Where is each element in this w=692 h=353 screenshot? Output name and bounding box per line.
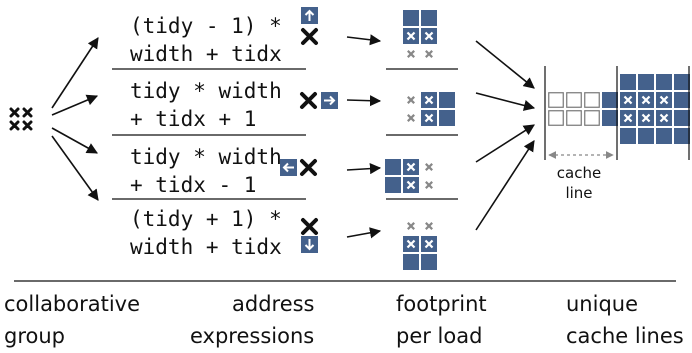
row2-direction — [300, 92, 338, 109]
gray-cross-icon — [407, 50, 415, 58]
cross-icon — [424, 113, 434, 123]
empty-cell — [548, 110, 564, 126]
filled-cell — [421, 254, 437, 270]
empty-cell — [584, 110, 600, 126]
caption-footprint-line1: footprint — [396, 292, 487, 316]
expr-left-line2: + tidx - 1 — [130, 173, 257, 197]
empty-cell — [566, 92, 582, 108]
cache-lines-grid — [548, 74, 690, 144]
expression-to-footprint-arrows — [346, 34, 382, 239]
gray-cross-icon — [425, 222, 433, 230]
cross-icon — [641, 113, 651, 123]
row-separators — [14, 68, 676, 282]
filled-cell — [674, 92, 690, 108]
cross-icon — [406, 162, 416, 172]
row4-direction — [301, 218, 318, 253]
cross-icon — [659, 95, 669, 105]
empty-cell — [548, 92, 564, 108]
cross-icon — [659, 113, 669, 123]
empty-cell — [584, 92, 600, 108]
filled-cell — [385, 177, 401, 193]
filled-cell — [439, 92, 455, 108]
cross-icon — [424, 239, 434, 249]
empty-cell — [566, 110, 582, 126]
cross-icon — [623, 113, 633, 123]
cross-icon — [300, 92, 317, 109]
cross-icon — [641, 95, 651, 105]
filled-cell — [620, 128, 636, 144]
gray-cross-icon — [425, 50, 433, 58]
expr-up-line1: (tidy - 1) * — [130, 14, 282, 38]
cache-bracket — [544, 66, 690, 160]
caption-address-line1: address — [232, 292, 315, 316]
filled-cell — [403, 254, 419, 270]
caption-group-line2: group — [4, 324, 65, 348]
collaborative-group-icon — [9, 107, 33, 131]
caption-cache-line2: cache lines — [566, 324, 684, 348]
filled-cell — [439, 110, 455, 126]
row1-direction — [301, 7, 318, 45]
expr-up-line2: width + tidx — [130, 42, 282, 66]
filled-cell — [421, 10, 437, 26]
gray-cross-icon — [425, 181, 433, 189]
filled-cell — [638, 128, 654, 144]
filled-cell — [403, 10, 419, 26]
filled-cell — [385, 159, 401, 175]
cross-icon — [301, 218, 318, 235]
filled-cell — [602, 92, 618, 108]
cross-icon — [301, 28, 318, 45]
cache-line-label-2: line — [565, 184, 593, 202]
caption-address-line2: expressions — [190, 324, 315, 348]
filled-cell — [674, 74, 690, 90]
caption-footprint-line2: per load — [396, 324, 483, 348]
filled-cell — [674, 110, 690, 126]
fanout-arrows — [51, 37, 99, 201]
caption-cache-line1: unique — [566, 292, 639, 316]
gray-cross-icon — [407, 114, 415, 122]
expr-right-line1: tidy * width — [130, 79, 282, 103]
filled-cell — [674, 128, 690, 144]
cross-icon — [623, 95, 633, 105]
footprint-to-cache-arrows — [475, 40, 536, 231]
expr-right-line2: + tidx + 1 — [130, 107, 257, 131]
cross-icon — [406, 180, 416, 190]
filled-cell — [656, 74, 672, 90]
expr-down-line1: (tidy + 1) * — [130, 207, 282, 231]
cross-icon — [300, 159, 317, 176]
cache-line-label-1: cache — [556, 164, 602, 182]
expr-left-line1: tidy * width — [130, 145, 282, 169]
cross-icon — [406, 31, 416, 41]
cross-icon — [424, 95, 434, 105]
filled-cell — [620, 74, 636, 90]
gray-cross-icon — [407, 96, 415, 104]
filled-cell — [638, 74, 654, 90]
filled-cell — [602, 110, 618, 126]
gray-cross-icon — [407, 222, 415, 230]
filled-cell — [656, 128, 672, 144]
gray-cross-icon — [425, 163, 433, 171]
caption-group-line1: collaborative — [4, 292, 141, 316]
cross-icon — [406, 239, 416, 249]
row3-direction — [280, 159, 317, 176]
cross-icon — [424, 31, 434, 41]
footprint-grids — [385, 10, 455, 270]
expr-down-line2: width + tidx — [130, 235, 282, 259]
